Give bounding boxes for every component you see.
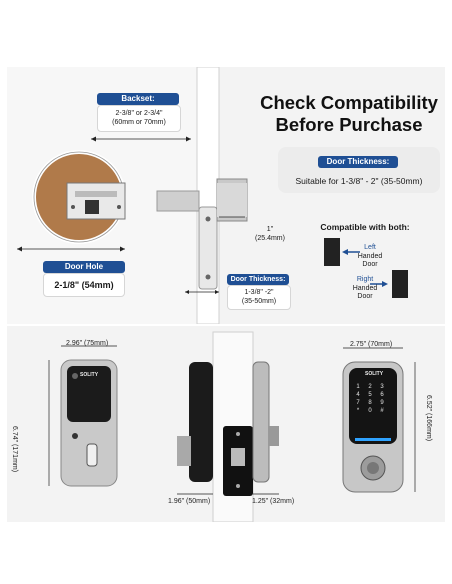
door-hole-value: 2-1/8" (54mm) (43, 273, 125, 297)
keypad-key-5[interactable]: 5 (368, 392, 372, 398)
exterior-height-dim: 6.74" (171mm) (11, 426, 18, 473)
keypad-key-1[interactable]: 1 (356, 384, 360, 390)
door-thickness-main-value: Suitable for 1-3/8" - 2" (35-50mm) (295, 176, 423, 186)
right-handed-word: Handed (352, 284, 378, 292)
backset-label: Backset: (97, 93, 179, 105)
right-door-icon (392, 270, 408, 298)
bolt-throw-dimension: 1" (25.4mm) (255, 226, 285, 243)
door-thickness-side-value: 1-3/8" -2" (35-50mm) (227, 285, 291, 310)
keypad-key-8[interactable]: 8 (368, 400, 372, 406)
keypad-width-dim: 2.75" (70mm) (350, 341, 393, 348)
left-door-icon (324, 238, 340, 266)
side-depth-inner-dim: 1.25" (32mm) (252, 498, 295, 505)
backset-value: 2-3/8" or 2-3/4" (60mm or 70mm) (97, 105, 181, 132)
door-thickness-side-line-1: 1-3/8" -2" (244, 289, 274, 296)
left-word: Left (364, 244, 376, 251)
install-diagram (7, 67, 248, 324)
exterior-width-dim: 2.96" (75mm) (66, 340, 109, 347)
brand-label-exterior: SOLITY (80, 372, 99, 378)
left-handed-word: Handed (357, 252, 383, 260)
door-handing-diagram (324, 238, 408, 298)
keypad-key-9[interactable]: 9 (380, 400, 384, 406)
brand-label-keypad: SOLITY (365, 371, 384, 377)
keypad-key-7[interactable]: 7 (356, 400, 360, 406)
door-thickness-side-label: Door Thickness: (227, 274, 289, 285)
backset-line-1: 2-3/8" or 2-3/4" (115, 110, 163, 117)
backset-line-2: (60mm or 70mm) (112, 118, 166, 126)
keypad-key-hash[interactable]: # (380, 408, 384, 414)
door-hole-label: Door Hole (Diameter): (43, 261, 125, 283)
side-depth-outer-dim: 1.96" (50mm) (168, 498, 211, 505)
right-door-word: Door (357, 293, 373, 300)
keypad-height-dim: 6.52" (166mm) (425, 395, 432, 442)
keypad-key-4[interactable]: 4 (356, 392, 360, 398)
door-thickness-side-line-2: (35-50mm) (241, 297, 277, 305)
bolt-throw-line-1: 1" (266, 226, 274, 233)
title-line-1: Check Compatibility (260, 92, 438, 113)
left-door-word: Door (362, 261, 378, 268)
keypad-grid: 1 2 3 4 5 6 7 8 9 * 0 # (354, 384, 386, 414)
keypad-key-star[interactable]: * (356, 408, 360, 414)
right-handed-label: Right Handed Door (350, 276, 380, 302)
right-word: Right (356, 276, 374, 283)
keypad-key-2[interactable]: 2 (368, 384, 372, 390)
keypad-key-3[interactable]: 3 (380, 384, 384, 390)
bolt-throw-line-2: (25.4mm) (255, 234, 285, 242)
keypad-key-6[interactable]: 6 (380, 392, 384, 398)
page-title: Check Compatibility Before Purchase (246, 92, 452, 136)
left-handed-label: Left Handed Door (355, 244, 385, 270)
door-thickness-card (278, 147, 440, 193)
keypad-key-0[interactable]: 0 (368, 408, 372, 414)
product-dimensions (48, 331, 416, 522)
door-thickness-main-label: Door Thickness: (318, 156, 398, 168)
title-line-2: Before Purchase (275, 114, 423, 135)
compat-title: Compatible with both: (320, 222, 410, 232)
